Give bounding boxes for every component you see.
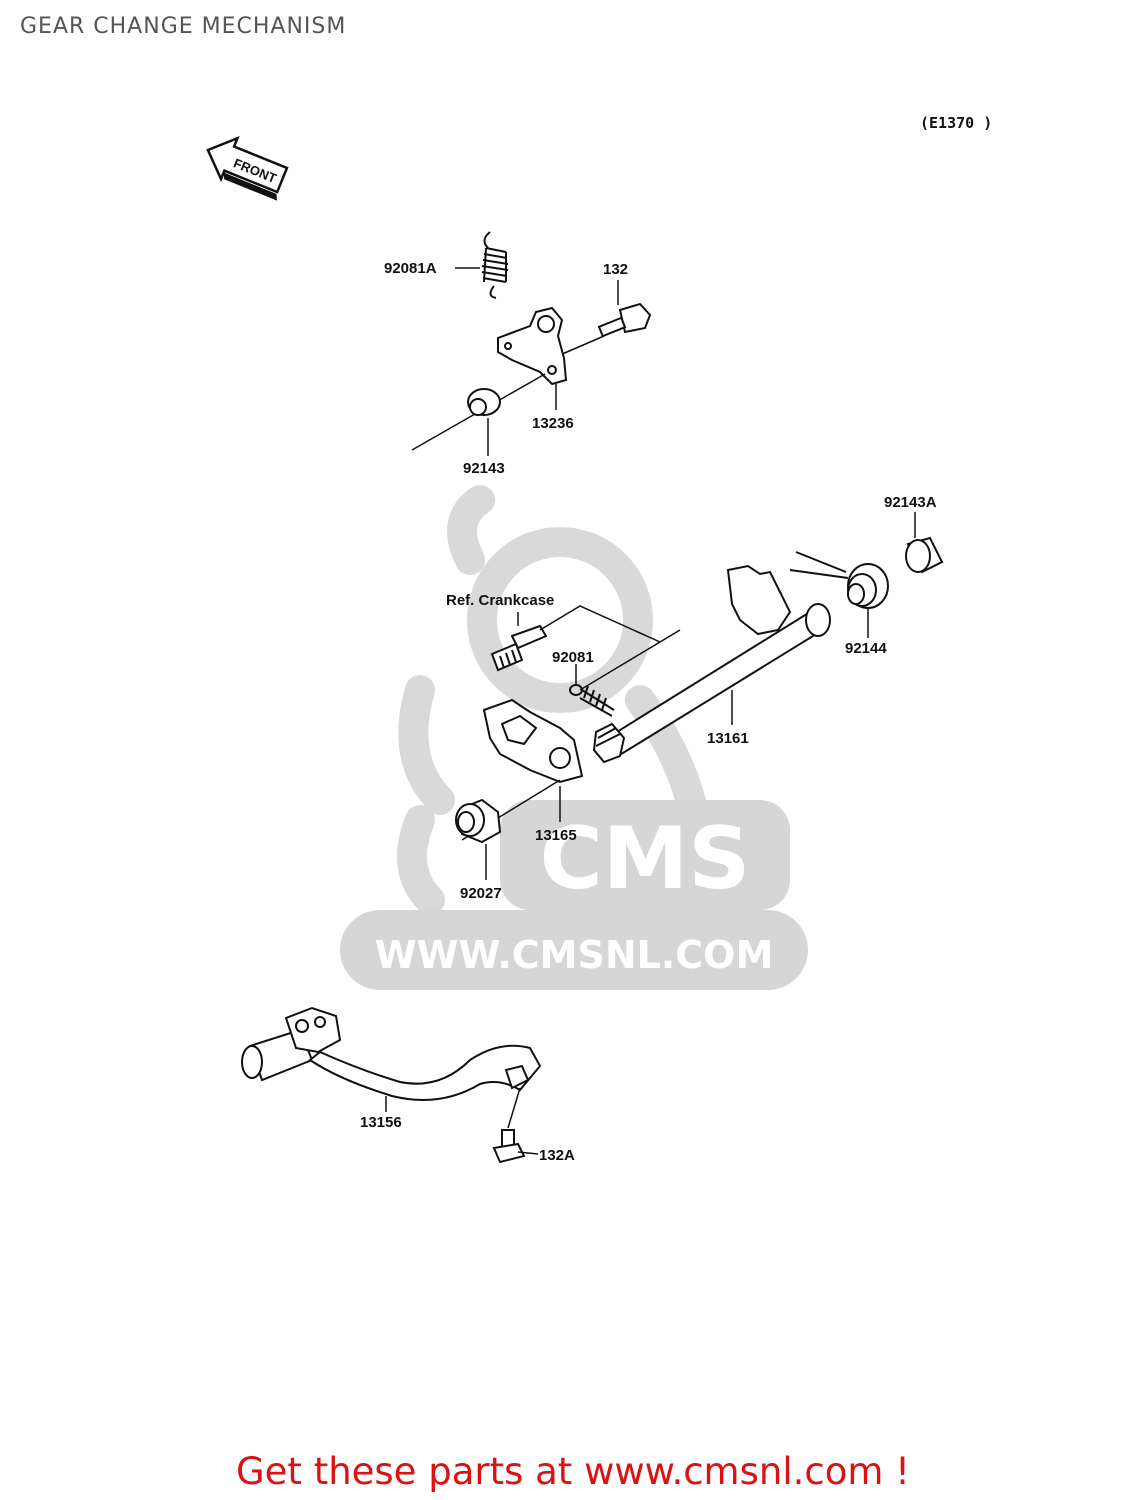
shaft-13161 [592,564,831,764]
diagram-code: (E1370 ) [920,114,992,132]
spring-92144 [789,551,889,609]
get-parts-link[interactable]: Get these parts at www.cmsnl.com ! [235,1450,910,1493]
cms-watermark: CMS WWW.CMSNL.COM [340,485,808,990]
label-92081A: 92081A [384,260,437,277]
front-arrow: FRONT [206,135,289,201]
label-13156: 13156 [360,1114,402,1131]
label-92144: 92144 [845,640,887,657]
parts-diagram: CMS WWW.CMSNL.COM (E1370 ) FRONT 92081A … [206,114,992,1164]
watermark-url: WWW.CMSNL.COM [375,933,774,977]
shift-pedal-13156 [241,1006,542,1101]
watermark-logo-box [500,800,790,910]
label-13161: 13161 [707,730,749,747]
label-92027: 92027 [460,885,502,902]
spring-92081 [569,684,615,717]
bolt-132 [559,302,652,356]
watermark-brand: CMS [540,809,751,909]
label-13165: 13165 [535,827,577,844]
watermark-url-box [340,910,808,990]
label-132: 132 [603,261,628,278]
label-13236: 13236 [532,415,574,432]
collar-92143A [905,536,944,574]
page-title: GEAR CHANGE MECHANISM [20,14,347,39]
label-92081: 92081 [552,649,594,666]
plate-13236 [497,306,568,386]
washer-92143 [467,388,501,416]
label-ref-crankcase: Ref. Crankcase [446,592,554,609]
label-132A: 132A [539,1147,575,1164]
seal-92027 [455,798,502,844]
ref-crankcase-stud [490,624,548,672]
label-92143: 92143 [463,460,505,477]
arm-13165 [482,698,584,784]
spring-92081A [481,231,509,299]
bolt-132A [492,1129,526,1164]
label-92143A: 92143A [884,494,937,511]
